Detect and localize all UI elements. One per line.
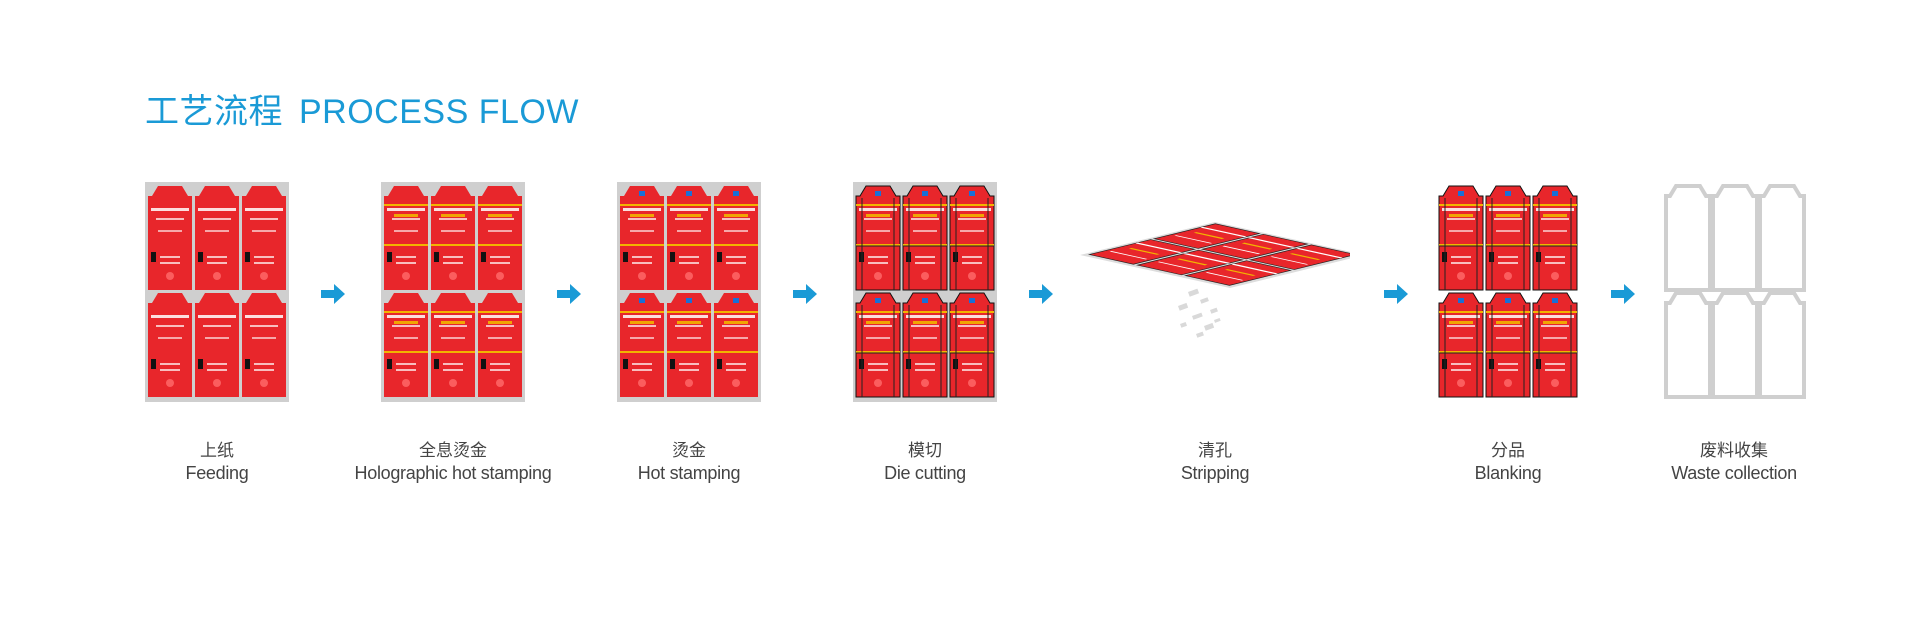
arrow-right-icon — [557, 284, 581, 304]
page-title: 工艺流程 PROCESS FLOW — [145, 84, 579, 133]
arrow-right-icon — [793, 284, 817, 304]
die-cut-sheet-icon — [853, 182, 997, 402]
step-label-hot-stamping: 烫金 Hot stamping — [637, 441, 741, 483]
step-label-waste: 废料收集 Waste collection — [1671, 441, 1797, 483]
arrow-right-icon — [321, 284, 345, 304]
arrow-right-icon — [1029, 284, 1053, 304]
feeding-sheet-icon — [145, 182, 289, 402]
title-zh: 工艺流程 — [145, 92, 283, 132]
step-label-blanking: 分品 Blanking — [1474, 441, 1542, 483]
title-en: PROCESS FLOW — [299, 93, 579, 131]
waste-sheet-icon — [1662, 182, 1806, 402]
step-label-stripping: 清孔 Stripping — [1180, 441, 1250, 483]
step-label-holographic: 全息烫金 Holographic hot stamping — [354, 441, 552, 483]
arrow-right-icon — [1384, 284, 1408, 304]
holographic-stamping-sheet-icon — [381, 182, 525, 402]
stripping-sheet-icon — [1080, 182, 1350, 402]
blanking-sheet-icon — [1436, 182, 1580, 402]
hot-stamping-sheet-icon — [617, 182, 761, 402]
step-label-feeding: 上纸 Feeding — [185, 441, 249, 483]
arrow-right-icon — [1611, 284, 1635, 304]
step-label-die-cutting: 模切 Die cutting — [884, 441, 966, 483]
